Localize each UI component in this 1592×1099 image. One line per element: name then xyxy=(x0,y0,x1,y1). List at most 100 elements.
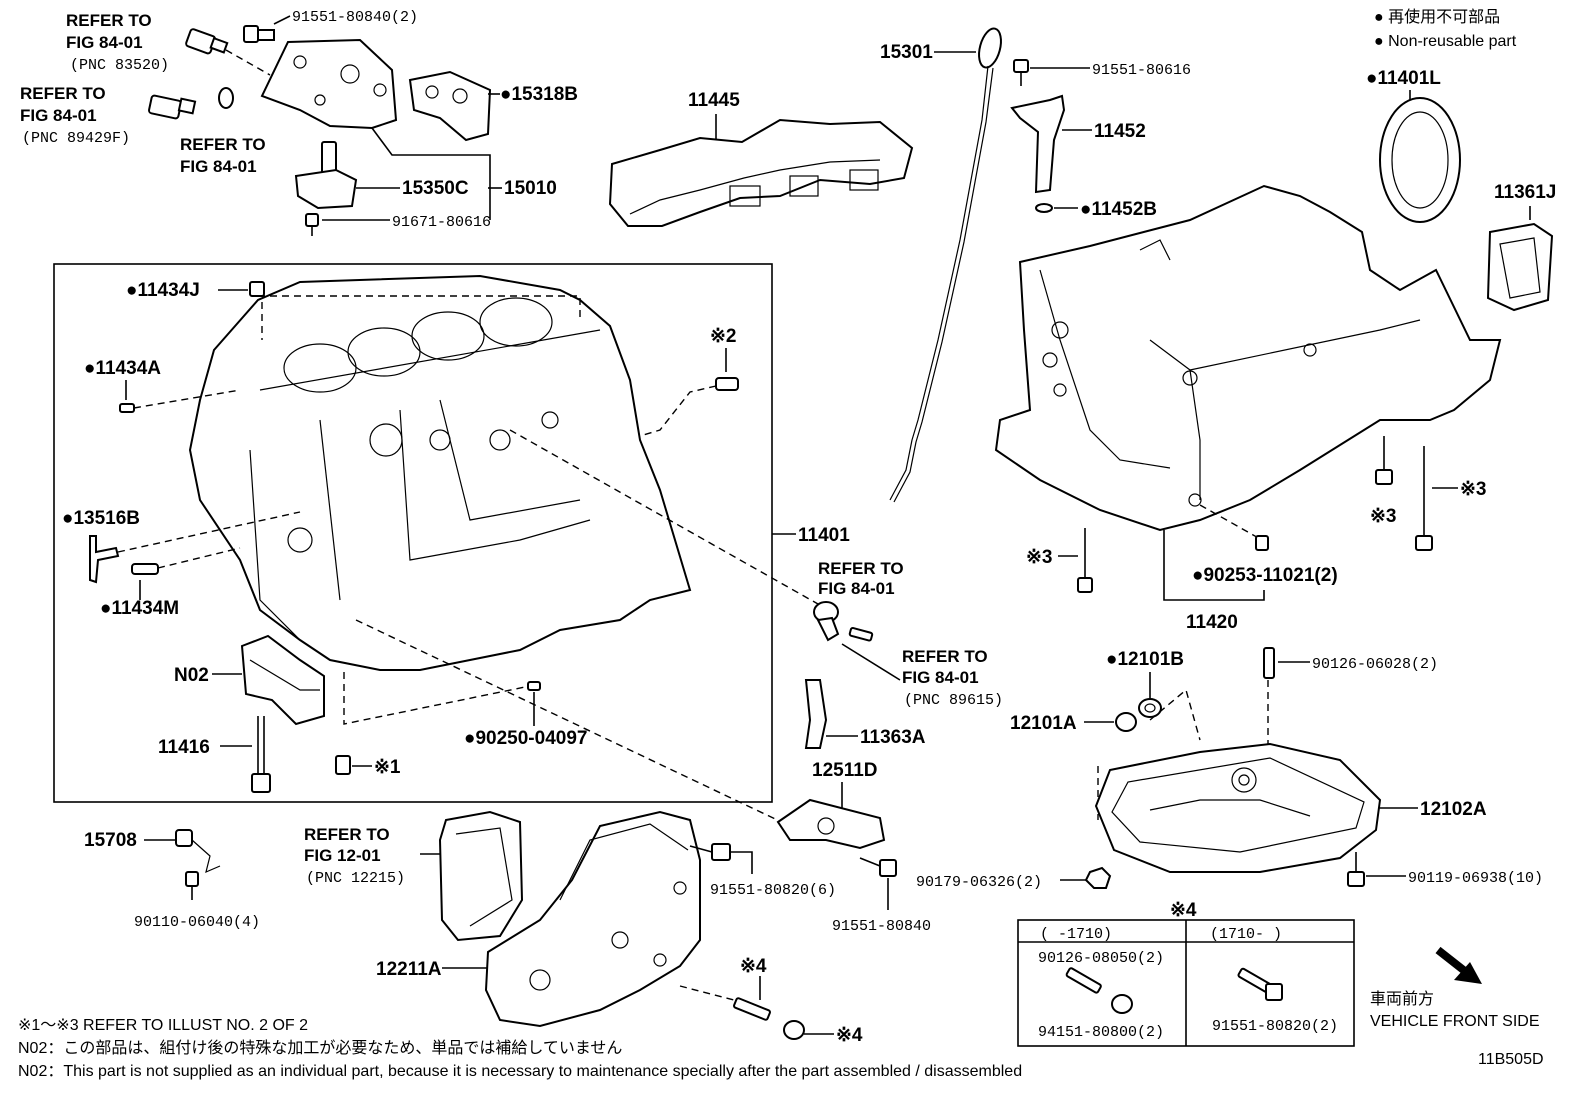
part-N02: N02 xyxy=(174,665,209,686)
cam-sensor-part[interactable] xyxy=(185,28,271,76)
ref-label: FIG 84-01 xyxy=(66,33,143,52)
bolt-91671-80616[interactable] xyxy=(305,213,319,236)
stud-mark4[interactable] xyxy=(679,985,771,1021)
part-11361J: 11361J xyxy=(1494,182,1556,203)
cover-plate-11361J[interactable] xyxy=(1486,222,1554,312)
table-col1-header: ( -1710) xyxy=(1040,926,1112,943)
nut-94151-80800[interactable] xyxy=(1111,994,1133,1014)
part-11452: 11452 xyxy=(1094,121,1146,142)
oil-dipstick-15301[interactable] xyxy=(889,26,1005,503)
gasket-15318B[interactable] xyxy=(408,70,492,142)
part-11401: 11401 xyxy=(798,525,850,546)
bracket-12511D[interactable] xyxy=(776,798,886,850)
ref-label: FIG 84-01 xyxy=(180,157,257,176)
ref-label: REFER TO xyxy=(304,825,390,844)
part-91671-80616: 91671-80616 xyxy=(392,214,491,231)
straight-pin-90253[interactable] xyxy=(1255,535,1269,551)
oil-jet-15708[interactable] xyxy=(175,829,221,874)
bolt-91551-80840-2[interactable] xyxy=(243,15,291,43)
stud-90126-08050[interactable] xyxy=(1065,967,1102,994)
oil-control-valve-15350C[interactable] xyxy=(294,141,358,210)
part-90126-06028-2: 90126-06028(2) xyxy=(1312,656,1438,673)
part-11363A: 11363A xyxy=(860,727,926,748)
plate-11363A[interactable] xyxy=(804,679,828,749)
ref-label: FIG 84-01 xyxy=(20,106,97,125)
water-jacket-spacer-11445[interactable] xyxy=(608,118,914,227)
part-90253-11021-2: ●90253-11021(2) xyxy=(1192,565,1338,586)
cylinder-block-11401[interactable] xyxy=(188,274,692,671)
bolt-91551-80820-2[interactable] xyxy=(1237,967,1283,1001)
ref-label: FIG 84-01 xyxy=(902,668,979,687)
nut-90179-06326[interactable] xyxy=(1084,866,1112,889)
pin-mark1[interactable] xyxy=(335,755,351,775)
ref-label: REFER TO xyxy=(66,11,152,30)
oil-control-valve-housing[interactable] xyxy=(260,38,398,130)
part-90250-04097: ●90250-04097 xyxy=(464,728,587,749)
ref-label: REFER TO xyxy=(180,135,266,154)
pin-11434M[interactable] xyxy=(131,563,159,575)
cylinder-block-frame xyxy=(53,263,773,803)
bolt-90119-06938[interactable] xyxy=(1347,852,1365,887)
ref-label: REFER TO xyxy=(20,84,106,103)
ref-label: REFER TO xyxy=(818,559,904,578)
mark-4: ※4 xyxy=(836,1025,863,1046)
front-direction-arrow-icon xyxy=(1435,946,1482,984)
part-11434M: ●11434M xyxy=(100,598,179,619)
footer-note-2: N02：この部品は、組付け後の特殊な加工が必要なため、単品では補給していません xyxy=(18,1039,622,1057)
stud-90126-06028[interactable] xyxy=(1263,647,1275,679)
part-11434A: ●11434A xyxy=(84,358,161,379)
legend-en: ● Non-reusable part xyxy=(1374,33,1517,50)
ref-label: (PNC 12215) xyxy=(306,870,405,887)
table-col1-part2: 94151-80800(2) xyxy=(1038,1024,1164,1041)
bolt-mark3-right-long[interactable] xyxy=(1415,446,1433,551)
rear-oil-seal-11401L[interactable] xyxy=(1379,97,1461,223)
crankcase-11420[interactable] xyxy=(994,184,1502,532)
bolt-90110-06040[interactable] xyxy=(185,871,199,900)
part-90110-06040-4: 90110-06040(4) xyxy=(134,914,260,931)
bolt-mark3-left[interactable] xyxy=(1077,528,1093,593)
part-11401L: ●11401L xyxy=(1366,68,1441,89)
mark-3: ※3 xyxy=(1026,547,1053,568)
knock-sensor-part[interactable] xyxy=(813,601,874,642)
part-11416: 11416 xyxy=(158,737,210,758)
mark-4: ※4 xyxy=(740,956,767,977)
bolt-91551-80616[interactable] xyxy=(1013,59,1029,86)
table-col2-header: (1710- ) xyxy=(1210,926,1282,943)
part-90119-06938-10: 90119-06938(10) xyxy=(1408,870,1543,887)
nut-mark4[interactable] xyxy=(783,1020,805,1040)
part-91551-80840: 91551-80840 xyxy=(832,918,931,935)
part-15318B: ●15318B xyxy=(500,84,578,105)
bearing-cap-N02[interactable] xyxy=(240,634,325,726)
o-ring-11452B[interactable] xyxy=(1035,203,1053,213)
pin-90250-04097[interactable] xyxy=(527,681,541,691)
part-11452B: ●11452B xyxy=(1080,199,1157,220)
bolt-91551-80840[interactable] xyxy=(859,857,897,877)
gasket-12101B[interactable] xyxy=(1138,698,1162,718)
direction-jp: 車両前方 xyxy=(1370,990,1434,1008)
part-91551-80820-6: 91551-80820(6) xyxy=(710,882,836,899)
pin-11434A[interactable] xyxy=(119,403,135,413)
part-12101B: ●12101B xyxy=(1106,649,1184,670)
part-15708: 15708 xyxy=(84,830,137,851)
pipe-13516B[interactable] xyxy=(89,535,120,584)
pin-mark2[interactable] xyxy=(715,377,739,391)
cover-12215-part[interactable] xyxy=(438,810,524,942)
oil-pressure-sensor-part[interactable] xyxy=(148,87,234,120)
part-15010: 15010 xyxy=(504,178,557,199)
part-11434J: ●11434J xyxy=(126,280,200,301)
part-12102A: 12102A xyxy=(1420,799,1487,820)
dipstick-guide-11452[interactable] xyxy=(1010,94,1066,194)
footer-note-1: ※1～※3 REFER TO ILLUST NO. 2 OF 2 xyxy=(18,1017,308,1034)
plug-12101A[interactable] xyxy=(1115,712,1137,732)
oil-pan-12102A[interactable] xyxy=(1094,742,1382,873)
ref-label: FIG 84-01 xyxy=(818,579,895,598)
direction-en: VEHICLE FRONT SIDE xyxy=(1370,1013,1540,1030)
straight-pin-11434J[interactable] xyxy=(249,281,265,297)
timing-chain-cover-12211A[interactable] xyxy=(484,810,701,1028)
ref-label: (PNC 89615) xyxy=(904,692,1003,709)
bolt-mark3-right-short[interactable] xyxy=(1375,436,1393,485)
bolt-11416[interactable] xyxy=(251,716,271,793)
mark-3: ※3 xyxy=(1460,479,1487,500)
